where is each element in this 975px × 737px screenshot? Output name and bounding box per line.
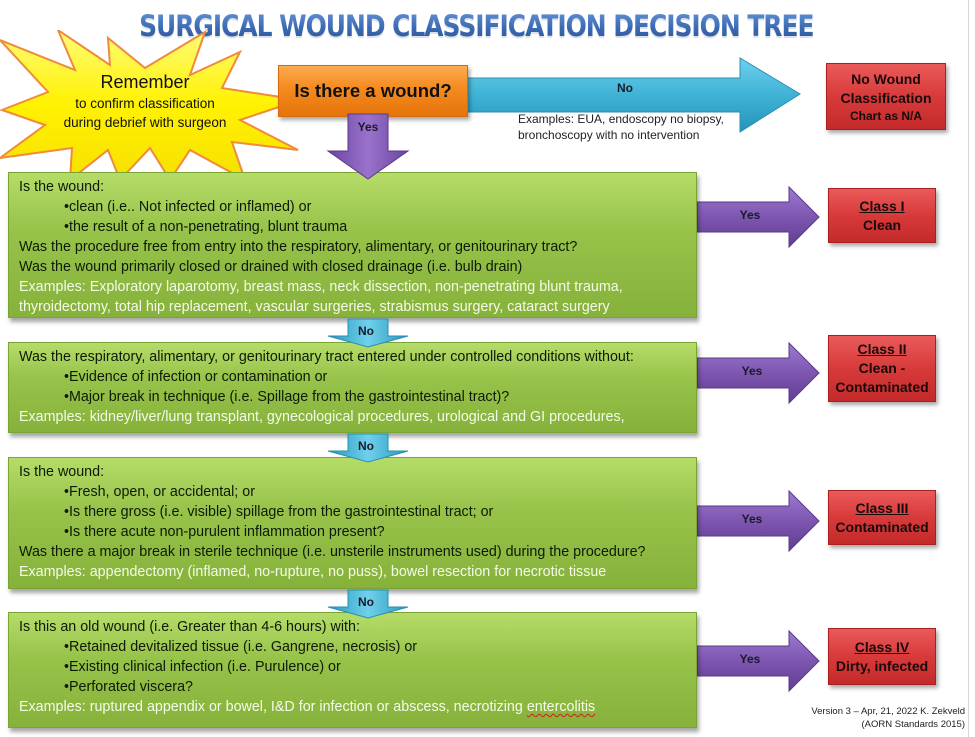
criteria-bullet: •Retained devitalized tissue (i.e. Gangr… (64, 639, 418, 655)
wound-yes-label: Yes (357, 120, 379, 134)
class-1-yes-arrow (696, 185, 820, 249)
class-3-description: Contaminated (835, 518, 929, 535)
no-arrow-shape (327, 318, 409, 348)
criteria-bullet: •the result of a non-penetrating, blunt … (64, 219, 348, 235)
criteria-bullet: •Fresh, open, or accidental; or (64, 484, 255, 500)
class-4-title: Class IV (854, 638, 910, 655)
class-1-no-arrow (327, 318, 409, 348)
no-wound-result-line-3: Chart as N/A (849, 108, 923, 123)
criteria-bullet: •Evidence of infection or contamination … (64, 369, 328, 385)
no-wound-arrow-label: No (617, 81, 633, 95)
criteria-line: Was the procedure free from entry into t… (19, 239, 578, 255)
no-wound-arrow (465, 57, 801, 133)
no-wound-result-line-1: No Wound (851, 70, 921, 87)
criteria-line: Is this an old wound (i.e. Greater than … (19, 619, 360, 635)
criteria-examples: Examples: Exploratory laparotomy, breast… (19, 279, 623, 295)
criteria-box-class-3: Is the wound: •Fresh, open, or accidenta… (8, 457, 697, 589)
criteria-box-class-2: Was the respiratory, alimentary, or geni… (8, 342, 697, 433)
page-edge-rule (968, 0, 969, 737)
class-2-no-label: No (358, 439, 374, 453)
criteria-line: Is the wound: (19, 464, 105, 480)
yes-arrow-shape (696, 629, 820, 693)
class-3-yes-label: Yes (741, 512, 763, 526)
no-wound-examples-line-1: Examples: EUA, endoscopy no biopsy, (518, 112, 724, 126)
class-2-yes-arrow (696, 341, 820, 405)
no-wound-result-line-2: Classification (840, 89, 932, 106)
no-arrow-shape (465, 57, 801, 133)
no-wound-result-box: No Wound Classification Chart as N/A (826, 63, 946, 130)
class-1-result-box: Class I Clean (828, 188, 936, 243)
criteria-bullet: •Is there gross (i.e. visible) spillage … (64, 504, 494, 520)
criteria-bullet: •clean (i.e.. Not infected or inflamed) … (64, 199, 312, 215)
criteria-examples: Examples: ruptured appendix or bowel, I&… (19, 697, 686, 717)
class-2-result-box: Class II Clean - Contaminated (828, 335, 936, 402)
criteria-examples: thyroidectomy, total hip replacement, va… (19, 299, 610, 315)
criteria-examples-text: Examples: ruptured appendix or bowel, I&… (19, 699, 527, 715)
starburst-shape (0, 30, 301, 180)
spellcheck-flagged-word: entercolitis (526, 699, 596, 715)
class-4-yes-label: Yes (739, 652, 761, 666)
class-4-yes-arrow (696, 629, 820, 693)
no-wound-examples-line-2: bronchoscopy with no intervention (518, 128, 700, 142)
class-3-no-label: No (358, 595, 374, 609)
criteria-bullet: •Major break in technique (i.e. Spillage… (64, 389, 510, 405)
class-2-no-arrow (327, 433, 409, 463)
class-1-description: Clean (862, 216, 902, 233)
reminder-starburst (0, 30, 301, 180)
criteria-bullet: •Perforated viscera? (64, 679, 193, 695)
criteria-examples: Examples: kidney/liver/lung transplant, … (19, 409, 625, 425)
criteria-line: Is the wound: (19, 179, 105, 195)
class-3-result-box: Class III Contaminated (828, 490, 936, 545)
class-1-title: Class I (859, 197, 905, 214)
class-2-description-line-2: Contaminated (835, 379, 929, 395)
yes-arrow-shape (326, 113, 410, 180)
class-3-title: Class III (855, 499, 909, 516)
page-title: SURGICAL WOUND CLASSIFICATION DECISION T… (67, 6, 886, 46)
criteria-examples: Examples: appendectomy (inflamed, no-rup… (19, 564, 607, 580)
no-wound-examples: Examples: EUA, endoscopy no biopsy, bron… (518, 111, 724, 143)
no-arrow-shape (327, 589, 409, 619)
criteria-box-class-1: Is the wound: •clean (i.e.. Not infected… (8, 172, 697, 318)
criteria-line: Was the wound primarily closed or draine… (19, 259, 523, 275)
class-2-description-line-1: Clean - (858, 360, 906, 376)
class-4-result-box: Class IV Dirty, infected (828, 628, 936, 685)
class-1-no-label: No (358, 324, 374, 338)
criteria-line: Was there a major break in sterile techn… (19, 544, 646, 560)
criteria-bullet: •Existing clinical infection (i.e. Purul… (64, 659, 341, 675)
yes-arrow-shape (696, 185, 820, 249)
criteria-line: Was the respiratory, alimentary, or geni… (19, 349, 634, 365)
version-line-2: (AORN Standards 2015) (861, 719, 966, 730)
class-2-yes-label: Yes (741, 364, 763, 378)
yes-arrow-shape (696, 489, 820, 553)
reminder-line-2: during debrief with surgeon (63, 115, 227, 130)
class-4-description: Dirty, infected (835, 657, 929, 674)
criteria-box-class-4: Is this an old wound (i.e. Greater than … (8, 612, 697, 728)
class-1-yes-label: Yes (739, 208, 761, 222)
criteria-bullet: •Is there acute non-purulent inflammatio… (64, 524, 385, 540)
version-note: Version 3 – Apr, 21, 2022 K. Zekveld (AO… (811, 705, 965, 731)
wound-question-text: Is there a wound? (294, 80, 452, 101)
version-line-1: Version 3 – Apr, 21, 2022 K. Zekveld (811, 706, 965, 717)
class-3-yes-arrow (696, 489, 820, 553)
class-2-title: Class II (857, 341, 907, 357)
reminder-heading: Remember (100, 72, 190, 92)
wound-question-box: Is there a wound? (278, 65, 468, 117)
reminder-text: Remember to confirm classification durin… (30, 70, 260, 132)
no-arrow-shape (327, 433, 409, 463)
reminder-line-1: to confirm classification (75, 96, 215, 111)
class-3-no-arrow (327, 589, 409, 619)
page-title-shadow: SURGICAL WOUND CLASSIFICATION DECISION T… (67, 8, 886, 48)
wound-yes-arrow (326, 113, 410, 180)
yes-arrow-shape (696, 341, 820, 405)
